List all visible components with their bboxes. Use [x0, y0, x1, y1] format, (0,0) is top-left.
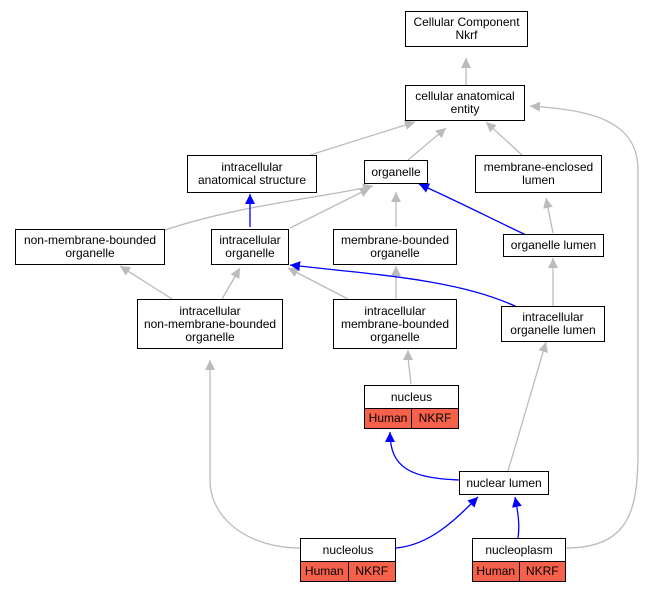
node-membrane-bounded-organelle[interactable]: membrane-bounded organelle — [333, 229, 457, 265]
edge-ol-to-mel — [543, 197, 554, 234]
nucleolus-gene-tag: NKRF — [347, 562, 395, 581]
edge-ol-to-organelle — [418, 183, 529, 237]
node-root-label: Cellular Component Nkrf — [413, 15, 520, 42]
edge-imbo-to-io — [287, 267, 349, 300]
edge-nl-to-iol — [507, 341, 548, 472]
node-intracellular-anatomical-structure[interactable]: intracellular anatomical structure — [187, 155, 317, 193]
nucleus-annotation-row: Human NKRF — [365, 408, 458, 428]
edge-nucleoplasm-to-cae — [529, 101, 639, 549]
node-membrane-enclosed-lumen[interactable]: membrane-enclosed lumen — [475, 155, 602, 193]
node-nucleus[interactable]: nucleus Human NKRF — [364, 385, 459, 429]
edge-nucleolus-to-inmbo — [205, 360, 301, 549]
node-nucleoplasm-label: nucleoplasm — [485, 542, 553, 557]
nucleus-gene-tag: NKRF — [411, 409, 458, 428]
node-nucleolus[interactable]: nucleolus Human NKRF — [300, 538, 396, 582]
node-intracellular-organelle[interactable]: intracellular organelle — [211, 229, 289, 265]
edge-nucleus-to-imbo — [403, 349, 414, 385]
node-ol-label: organelle lumen — [510, 238, 597, 252]
node-cellular-anatomical-entity[interactable]: cellular anatomical entity — [405, 85, 525, 121]
node-nucleus-label: nucleus — [390, 389, 433, 404]
node-non-membrane-bounded-organelle[interactable]: non-membrane-bounded organelle — [15, 229, 165, 265]
node-nmbo-label: non-membrane-bounded organelle — [23, 233, 157, 260]
edge-ias-to-cae — [309, 120, 416, 156]
node-imbo-label: intracellular membrane-bounded organelle — [340, 303, 450, 344]
node-mbo-label: membrane-bounded organelle — [340, 233, 450, 260]
edge-iol-to-io — [289, 261, 518, 308]
node-nucleoplasm[interactable]: nucleoplasm Human NKRF — [472, 538, 566, 582]
node-nuclear-lumen[interactable]: nuclear lumen — [459, 471, 549, 495]
edge-nmbo-to-organelle — [164, 183, 374, 231]
nucleoplasm-annotation-row: Human NKRF — [473, 561, 565, 581]
edge-mel-to-cae — [485, 121, 523, 156]
node-nl-label: nuclear lumen — [466, 475, 542, 490]
node-inmbo-label: intracellular non-membrane-bounded organ… — [143, 303, 277, 344]
nucleolus-annotation-row: Human NKRF — [301, 561, 395, 581]
node-ias-label: intracellular anatomical structure — [197, 160, 307, 187]
node-organelle[interactable]: organelle — [364, 160, 428, 184]
nucleus-species-tag: Human — [365, 409, 411, 428]
nucleolus-species-tag: Human — [301, 562, 348, 581]
node-io-label: intracellular organelle — [219, 233, 281, 260]
node-intracellular-organelle-lumen[interactable]: intracellular organelle lumen — [501, 306, 605, 342]
edge-inmbo-to-io — [221, 267, 241, 300]
node-root[interactable]: Cellular Component Nkrf — [405, 11, 528, 47]
node-organelle-lumen[interactable]: organelle lumen — [503, 234, 604, 257]
nucleoplasm-species-tag: Human — [473, 562, 519, 581]
edge-nl-to-nucleus — [385, 431, 461, 481]
nucleoplasm-gene-tag: NKRF — [518, 562, 565, 581]
node-organelle-label: organelle — [371, 164, 421, 179]
edge-inmbo-to-nmbo — [119, 265, 173, 300]
edge-nucleoplasm-to-nl — [512, 496, 522, 539]
node-mel-label: membrane-enclosed lumen — [483, 160, 594, 187]
node-nucleolus-label: nucleolus — [322, 542, 374, 557]
edge-nucleolus-to-nl — [395, 496, 479, 549]
edge-organelle-to-cae — [407, 127, 447, 161]
node-cae-label: cellular anatomical entity — [415, 89, 515, 116]
node-intracellular-non-membrane-bounded-organelle[interactable]: intracellular non-membrane-bounded organ… — [137, 299, 283, 349]
node-intracellular-membrane-bounded-organelle[interactable]: intracellular membrane-bounded organelle — [333, 299, 457, 349]
edge-io-to-organelle — [289, 187, 371, 229]
node-iol-label: intracellular organelle lumen — [510, 310, 596, 337]
